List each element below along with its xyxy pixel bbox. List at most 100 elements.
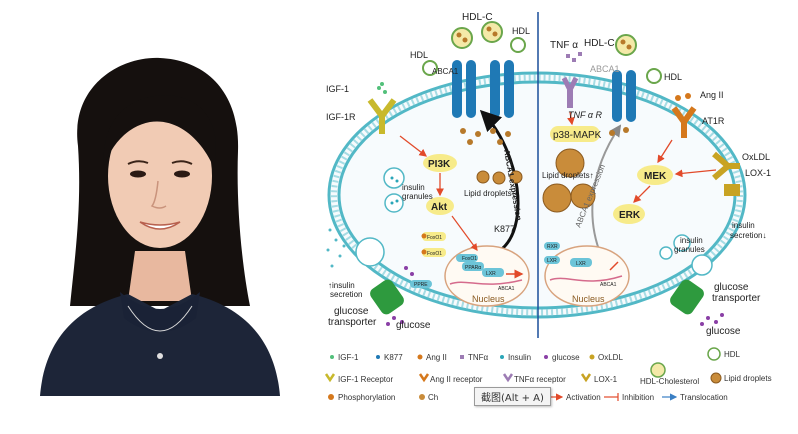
legend-activation: Activation bbox=[566, 393, 601, 402]
label-glucose-transporter-left-2: transporter bbox=[328, 317, 377, 328]
label-p38: p38-MAPK bbox=[553, 130, 602, 141]
label-hdl-c-left: HDL-C bbox=[462, 12, 493, 23]
insulin-granules-right bbox=[659, 234, 713, 276]
legend-igf1-receptor: IGF-1 Receptor bbox=[338, 375, 393, 384]
label-insulin-secretion-right-1: insulin bbox=[732, 221, 755, 230]
label-insulin-granules-left-2: granules bbox=[402, 192, 433, 201]
legend-oxldl: OxLDL bbox=[598, 353, 623, 362]
label-lipid-droplets-right: Lipid droplets↑ bbox=[542, 171, 594, 180]
nucleus-right bbox=[544, 242, 630, 307]
legend-phosphorylation: Phosphorylation bbox=[338, 393, 395, 402]
mek-node bbox=[637, 165, 673, 185]
abca1-transporter-right bbox=[612, 70, 636, 122]
label-erk: ERK bbox=[619, 210, 641, 221]
label-insulin-granules-right-1: insulin bbox=[680, 236, 703, 245]
label-hdl-right: HDL bbox=[664, 72, 682, 82]
legend: IGF-1 K877 Ang II TNFα Insulin glucose O… bbox=[324, 347, 772, 402]
label-mek: MEK bbox=[644, 171, 667, 182]
label-gene-abca1-left: ABCA1 bbox=[498, 286, 515, 292]
label-lxr-n: LXR bbox=[486, 271, 496, 277]
cholesterol-dots bbox=[460, 127, 629, 145]
label-lipid-droplets-left: Lipid droplets↓ bbox=[464, 189, 516, 198]
igf-1-receptor bbox=[367, 82, 397, 134]
at1r-receptor bbox=[671, 93, 697, 138]
insulin-secretion-dots bbox=[326, 228, 346, 268]
p38-mapk-node bbox=[550, 126, 600, 142]
label-insulin-secretion-left-1: ↑insulin bbox=[328, 281, 355, 290]
legend-insulin: Insulin bbox=[508, 353, 531, 362]
label-insulin-granules-left-1: insulin bbox=[402, 183, 425, 192]
legend-row-3: Phosphorylation Ch Activation Inhibition… bbox=[328, 393, 728, 402]
label-glucose-transporter-right-2: transporter bbox=[712, 293, 761, 304]
label-igf1: IGF-1 bbox=[326, 84, 349, 94]
label-ang2: Ang II bbox=[700, 90, 724, 100]
label-at1r: AT1R bbox=[702, 116, 725, 126]
label-pi3k: PI3K bbox=[428, 159, 451, 170]
legend-ang2: Ang II bbox=[426, 353, 447, 362]
label-glucose-transporter-left-1: glucose bbox=[334, 306, 369, 317]
label-insulin-secretion-left-2: secretion bbox=[330, 290, 362, 299]
akt-node bbox=[426, 197, 454, 215]
label-ppar: PPARα bbox=[465, 265, 481, 271]
abca1-transporter-left bbox=[452, 60, 514, 118]
tnfa-receptor bbox=[561, 52, 582, 108]
label-tnfar: TNF α R bbox=[568, 110, 602, 120]
label-hdl-top: HDL bbox=[512, 26, 530, 36]
label-pfoxo1b: FoxO1 bbox=[427, 251, 442, 257]
label-glucose-transporter-right-1: glucose bbox=[714, 282, 749, 293]
label-igf1r: IGF-1R bbox=[326, 112, 356, 122]
label-nucleus-left: Nucleus bbox=[472, 294, 505, 304]
legend-lipid-droplets: Lipid droplets bbox=[724, 374, 772, 383]
glucose-transporter-right bbox=[670, 279, 704, 315]
label-oxldl: OxLDL bbox=[742, 152, 770, 162]
label-insulin-secretion-right-2: secretion↓ bbox=[730, 231, 766, 240]
legend-k877: K877 bbox=[384, 353, 403, 362]
label-insulin-granules-right-2: granules bbox=[674, 245, 705, 254]
hdl-cholesterol-particles bbox=[451, 21, 637, 56]
label-rxr: RXR bbox=[547, 244, 558, 250]
label-pfoxo1: FoxO1 bbox=[427, 235, 442, 241]
lipid-droplets-right bbox=[542, 148, 596, 213]
label-glucose-left: glucose bbox=[396, 320, 431, 331]
legend-tnfa: TNFα bbox=[468, 353, 489, 362]
screenshot-tooltip: 截图(Alt + A) bbox=[474, 387, 551, 406]
label-nucleus-right: Nucleus bbox=[572, 294, 605, 304]
foxo1-nodes bbox=[421, 232, 478, 262]
label-hdl-c-right: HDL-C bbox=[584, 38, 615, 49]
hdl-particles bbox=[422, 37, 662, 84]
label-glucose-right: glucose bbox=[706, 326, 741, 337]
label-gene-abca1-right: ABCA1 bbox=[600, 282, 617, 288]
legend-inhibition: Inhibition bbox=[622, 393, 654, 402]
lipid-droplets-left bbox=[476, 170, 523, 185]
label-hdl-left: HDL bbox=[410, 50, 428, 60]
label-ppre: PPRE bbox=[414, 282, 428, 288]
label-tnfa: TNF α bbox=[550, 40, 578, 51]
label-abca1-left: ABCA1 bbox=[432, 67, 459, 76]
legend-row-1: IGF-1 K877 Ang II TNFα Insulin glucose O… bbox=[330, 347, 741, 362]
portrait-photo bbox=[0, 56, 315, 396]
legend-ch: Ch bbox=[428, 393, 438, 402]
legend-row-2: IGF-1 Receptor Ang II receptor TNFα rece… bbox=[324, 362, 772, 386]
legend-translocation: Translocation bbox=[680, 393, 728, 402]
label-k877: K877 bbox=[494, 224, 515, 234]
lox-1-receptor bbox=[712, 151, 740, 196]
legend-tnfa-receptor: TNFα receptor bbox=[514, 375, 566, 384]
label-akt: Akt bbox=[431, 202, 448, 213]
legend-hdl: HDL bbox=[724, 350, 741, 359]
pi3k-node bbox=[423, 154, 457, 172]
legend-hdl-cholesterol: HDL-Cholesterol bbox=[640, 377, 699, 386]
label-lxr-n2: LXR bbox=[576, 261, 586, 267]
erk-node bbox=[613, 204, 645, 224]
label-lxr-c: LXR bbox=[547, 258, 557, 264]
glucose-molecules-left bbox=[386, 266, 414, 326]
label-foxo1: FoxO1 bbox=[462, 256, 477, 262]
abca1-pathway-diagram: HDL-C HDL-C HDL HDL HDL ABCA1 ABCA1 TNF … bbox=[322, 0, 798, 429]
label-abca1-right: ABCA1 bbox=[590, 64, 620, 74]
label-lox1: LOX-1 bbox=[745, 168, 771, 178]
glucose-molecules-right bbox=[700, 313, 724, 326]
legend-glucose: glucose bbox=[552, 353, 580, 362]
glucose-transporter-left bbox=[370, 279, 404, 315]
legend-igf1: IGF-1 bbox=[338, 353, 359, 362]
legend-ang2-receptor: Ang II receptor bbox=[430, 375, 483, 384]
legend-lox1: LOX-1 bbox=[594, 375, 618, 384]
